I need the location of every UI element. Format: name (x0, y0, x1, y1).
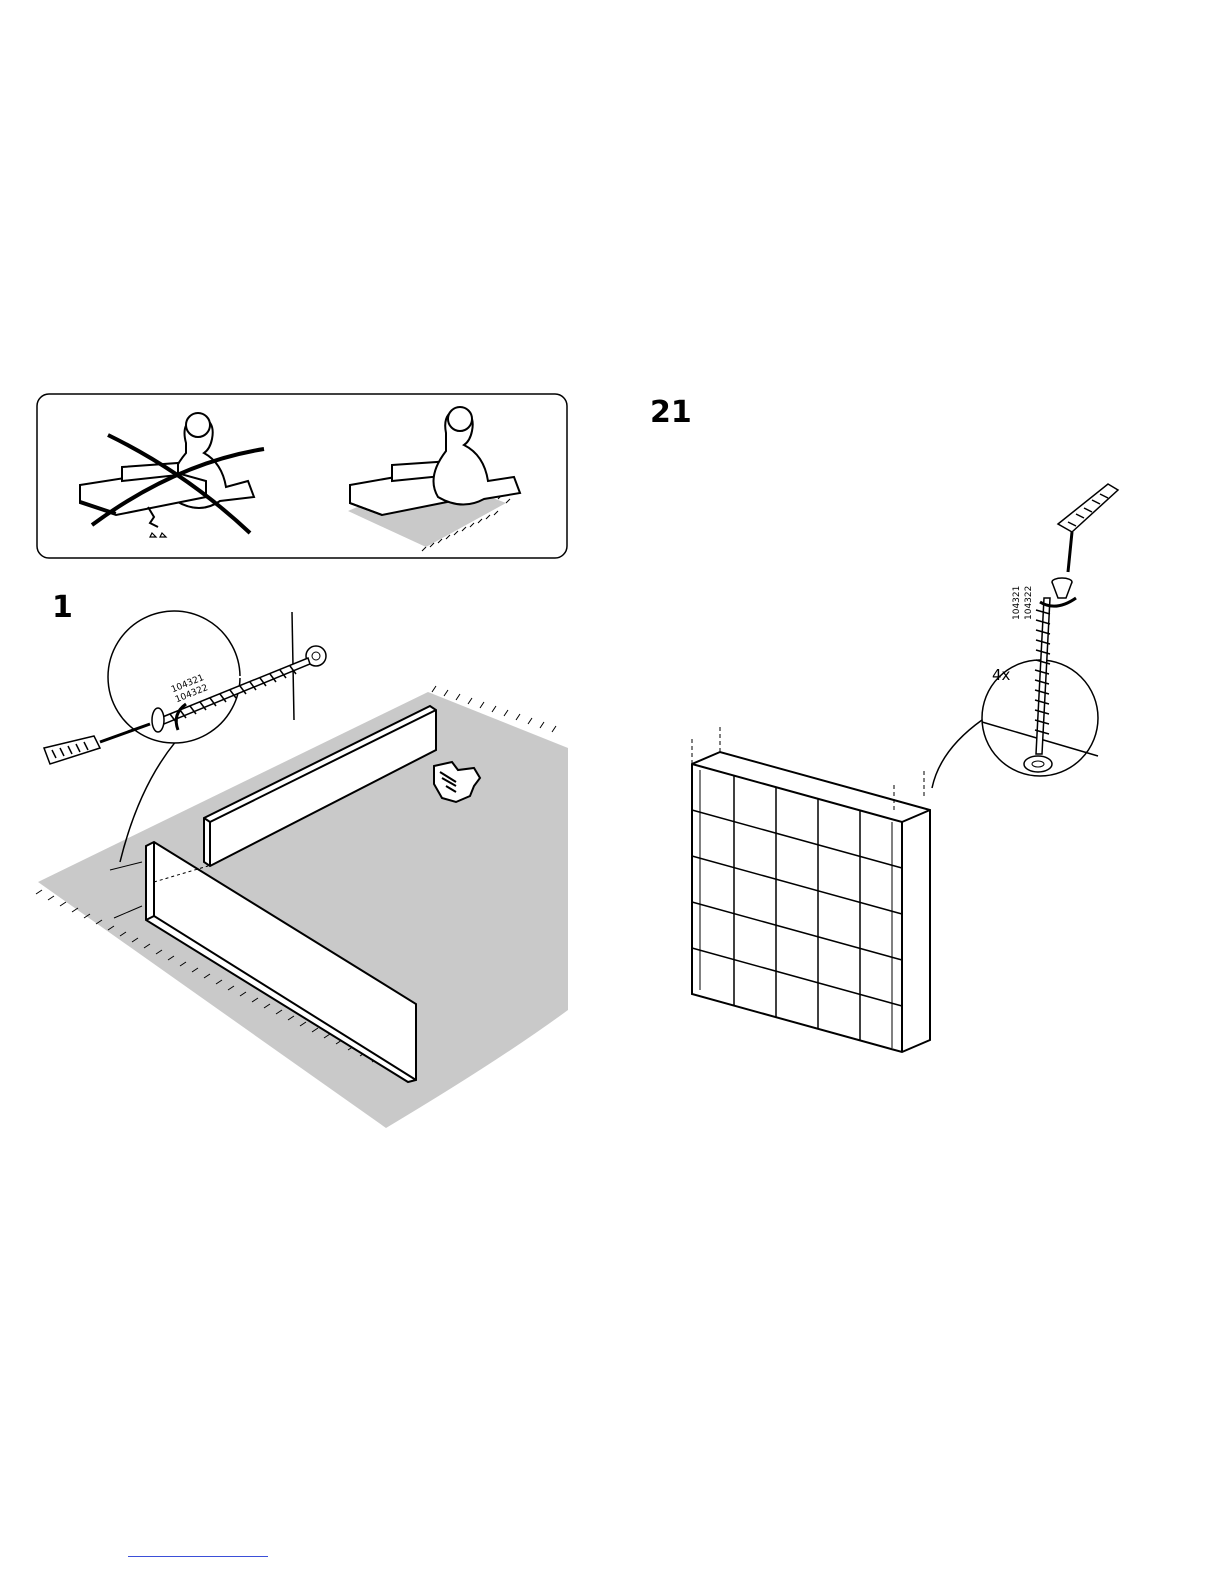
step-21-art (680, 470, 1140, 1070)
detail-callout (108, 611, 240, 743)
step-21-part-code-1: 104321 (1012, 586, 1022, 620)
footer-link[interactable] (128, 1556, 268, 1557)
step-21-illustration: 104321 104322 4x (680, 470, 1140, 1070)
warning-panel (36, 393, 568, 559)
warning-panel-art (36, 393, 568, 559)
step-21-quantity: 4x (992, 666, 1010, 684)
shelving-unit (692, 752, 930, 1052)
allen-key-icon (1058, 484, 1118, 572)
step-1-art (30, 600, 570, 1140)
step-21-part-code-2: 104322 (1024, 586, 1034, 620)
allen-key-icon (44, 724, 150, 764)
step-1-illustration: 104321 104322 (30, 600, 570, 1140)
step-21-number: 21 (650, 398, 692, 428)
rug (38, 692, 568, 1128)
